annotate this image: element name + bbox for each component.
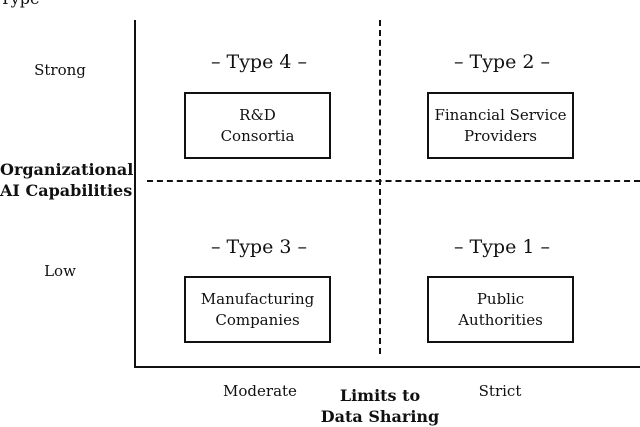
box-line-2: Companies	[215, 310, 300, 329]
y-axis-line	[134, 20, 136, 368]
x-axis-title-line-2: Data Sharing	[320, 407, 440, 426]
type-1-label: – Type 1 –	[453, 236, 551, 258]
horizontal-divider	[147, 180, 640, 182]
box-line-2: Consortia	[220, 126, 295, 145]
box-line-1: Financial Service	[434, 105, 567, 124]
x-tick-strict: Strict	[478, 382, 522, 400]
y-axis-title: Organizational AI Capabilities	[0, 159, 134, 201]
quadrant-box-manufacturing-companies: Manufacturing Companies	[184, 276, 331, 343]
y-tick-strong: Strong	[34, 61, 86, 79]
x-axis-line	[134, 366, 640, 368]
box-line-1: Public	[476, 289, 525, 308]
quadrant-box-rd-consortia: R&D Consortia	[184, 92, 331, 159]
quadrant-box-financial-service-providers: Financial Service Providers	[427, 92, 574, 159]
box-line-1: R&D	[239, 105, 276, 124]
x-axis-title-line-1: Limits to	[339, 386, 421, 405]
box-line-2: Authorities	[458, 310, 543, 329]
x-axis-title: Limits to Data Sharing	[310, 385, 450, 427]
y-axis-title-line-1: Organizational	[0, 160, 134, 179]
type-3-label: – Type 3 –	[210, 236, 308, 258]
type-4-label: – Type 4 –	[210, 51, 308, 73]
vertical-divider	[379, 20, 381, 354]
quadrant-box-public-authorities: Public Authorities	[427, 276, 574, 343]
box-line-2: Providers	[464, 126, 537, 145]
type-2-label: – Type 2 –	[453, 51, 551, 73]
x-tick-moderate: Moderate	[223, 382, 297, 400]
y-tick-low: Low	[44, 262, 76, 280]
box-line-1: Manufacturing	[200, 289, 315, 308]
header-partial-text: Type	[0, 0, 39, 8]
y-axis-title-line-2: AI Capabilities	[0, 181, 133, 200]
